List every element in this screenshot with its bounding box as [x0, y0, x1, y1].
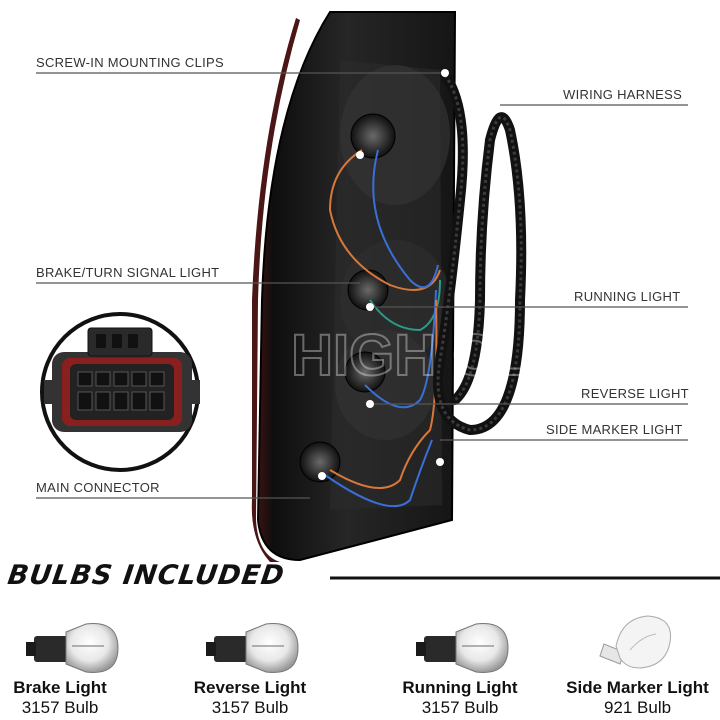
bulb-type-reverse: 3157 Bulb [211, 698, 289, 717]
label-main-connector: MAIN CONNECTOR [36, 480, 160, 495]
side-marker-socket [299, 441, 341, 483]
label-wiring-harness: WIRING HARNESS [563, 87, 683, 102]
main-connector-inset [40, 312, 200, 472]
bulb-icon-3157-running [416, 623, 509, 673]
bulb-name-side-marker: Side Marker Light [566, 678, 709, 697]
callout-dots [318, 69, 504, 480]
bulb-icon-921-side-marker [599, 615, 672, 669]
bulb-type-side-marker: 921 Bulb [603, 698, 672, 717]
label-brake-turn: BRAKE/TURN SIGNAL LIGHT [36, 265, 220, 280]
bulb-icon-3157-reverse [206, 623, 299, 673]
bulb-name-brake: Brake Light [13, 678, 107, 697]
label-side-marker: SIDE MARKER LIGHT [546, 422, 683, 437]
callout-lines [36, 72, 688, 499]
bulb-type-running: 3157 Bulb [421, 698, 499, 717]
bulb-name-reverse: Reverse Light [193, 678, 307, 697]
watermark: HIGH CLASS [291, 323, 649, 388]
bulb-name-running: Running Light [402, 678, 518, 697]
reverse-socket [344, 351, 386, 393]
wiring-harness [433, 70, 527, 436]
bulbs-section-title: BULBS INCLUDED [5, 560, 287, 591]
brake-socket [350, 113, 396, 159]
label-screw-clips: SCREW-IN MOUNTING CLIPS [36, 55, 224, 70]
bulb-type-brake: 3157 Bulb [21, 698, 99, 717]
bulb-icon-3157-brake [26, 623, 119, 673]
label-running-light: RUNNING LIGHT [574, 289, 681, 304]
label-reverse-light: REVERSE LIGHT [581, 386, 689, 401]
